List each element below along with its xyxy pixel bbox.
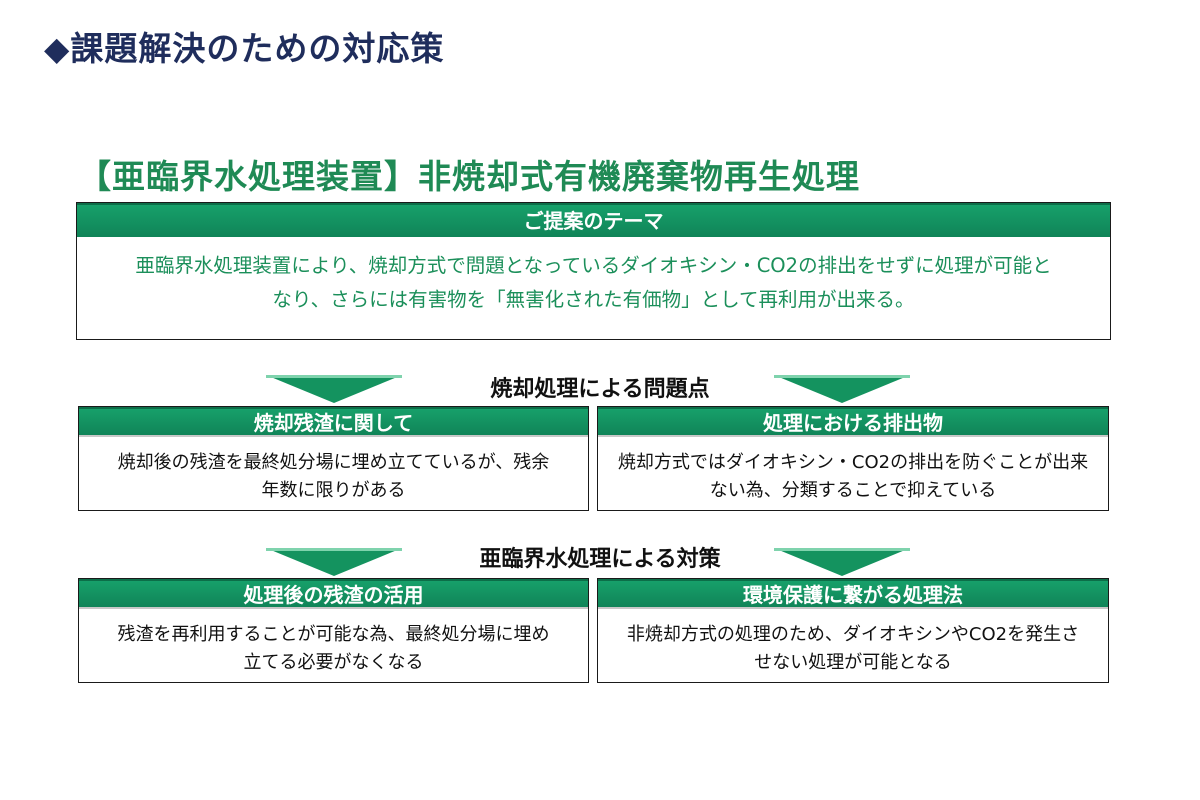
arrow-down-icon (266, 548, 402, 576)
reuse-header: 処理後の残渣の活用 (79, 579, 588, 609)
arrow-down-icon (774, 548, 910, 576)
emission-line-1: 焼却方式ではダイオキシン・CO2の排出を防ぐことが出来 (617, 452, 1089, 473)
environment-body: 非焼却方式の処理のため、ダイオキシンやCO2を発生さ せない処理が可能となる (598, 609, 1108, 677)
arrow-down-icon (774, 375, 910, 403)
residue-line-1: 焼却後の残渣を最終処分場に埋め立てているが、残余 (117, 452, 550, 473)
arrow-shine (266, 375, 402, 378)
problems-label: 焼却処理による問題点 (490, 377, 710, 402)
environment-line-1: 非焼却方式の処理のため、ダイオキシンやCO2を発生さ (626, 624, 1080, 645)
emission-box: 処理における排出物 焼却方式ではダイオキシン・CO2の排出を防ぐことが出来 ない… (597, 406, 1109, 511)
environment-line-2: せない処理が可能となる (754, 652, 952, 673)
reuse-body: 残渣を再利用することが可能な為、最終処分場に埋め 立てる必要がなくなる (79, 609, 588, 677)
arrow-shine (774, 375, 910, 378)
residue-box: 焼却残渣に関して 焼却後の残渣を最終処分場に埋め立てているが、残余 年数に限りが… (78, 406, 589, 511)
reuse-box: 処理後の残渣の活用 残渣を再利用することが可能な為、最終処分場に埋め 立てる必要… (78, 578, 589, 683)
theme-header: ご提案のテーマ (77, 203, 1110, 237)
residue-header: 焼却残渣に関して (79, 407, 588, 437)
emission-body: 焼却方式ではダイオキシン・CO2の排出を防ぐことが出来 ない為、分類することで抑… (598, 437, 1108, 505)
emission-line-2: ない為、分類することで抑えている (709, 480, 997, 501)
arrow-shine (266, 548, 402, 551)
environment-header: 環境保護に繋がる処理法 (598, 579, 1108, 609)
environment-box: 環境保護に繋がる処理法 非焼却方式の処理のため、ダイオキシンやCO2を発生さ せ… (597, 578, 1109, 683)
theme-box: ご提案のテーマ 亜臨界水処理装置により、焼却方式で問題となっているダイオキシン・… (76, 202, 1111, 340)
theme-line-2: なり、さらには有害物を「無害化された有価物」として再利用が出来る。 (272, 288, 915, 311)
reuse-line-2: 立てる必要がなくなる (243, 652, 424, 673)
theme-body: 亜臨界水処理装置により、焼却方式で問題となっているダイオキシン・CO2の排出をせ… (77, 237, 1110, 317)
emission-header: 処理における排出物 (598, 407, 1108, 437)
reuse-line-1: 残渣を再利用することが可能な為、最終処分場に埋め (117, 624, 550, 645)
residue-body: 焼却後の残渣を最終処分場に埋め立てているが、残余 年数に限りがある (79, 437, 588, 505)
solutions-label: 亜臨界水処理による対策 (479, 547, 721, 572)
arrow-shine (774, 548, 910, 551)
arrow-down-icon (266, 375, 402, 403)
residue-line-2: 年数に限りがある (261, 480, 406, 501)
theme-line-1: 亜臨界水処理装置により、焼却方式で問題となっているダイオキシン・CO2の排出をせ… (135, 254, 1052, 277)
section-heading: 【亜臨界水処理装置】非焼却式有機廃棄物再生処理 (78, 157, 860, 196)
page-title: ◆課題解決のための対応策 (44, 29, 445, 68)
